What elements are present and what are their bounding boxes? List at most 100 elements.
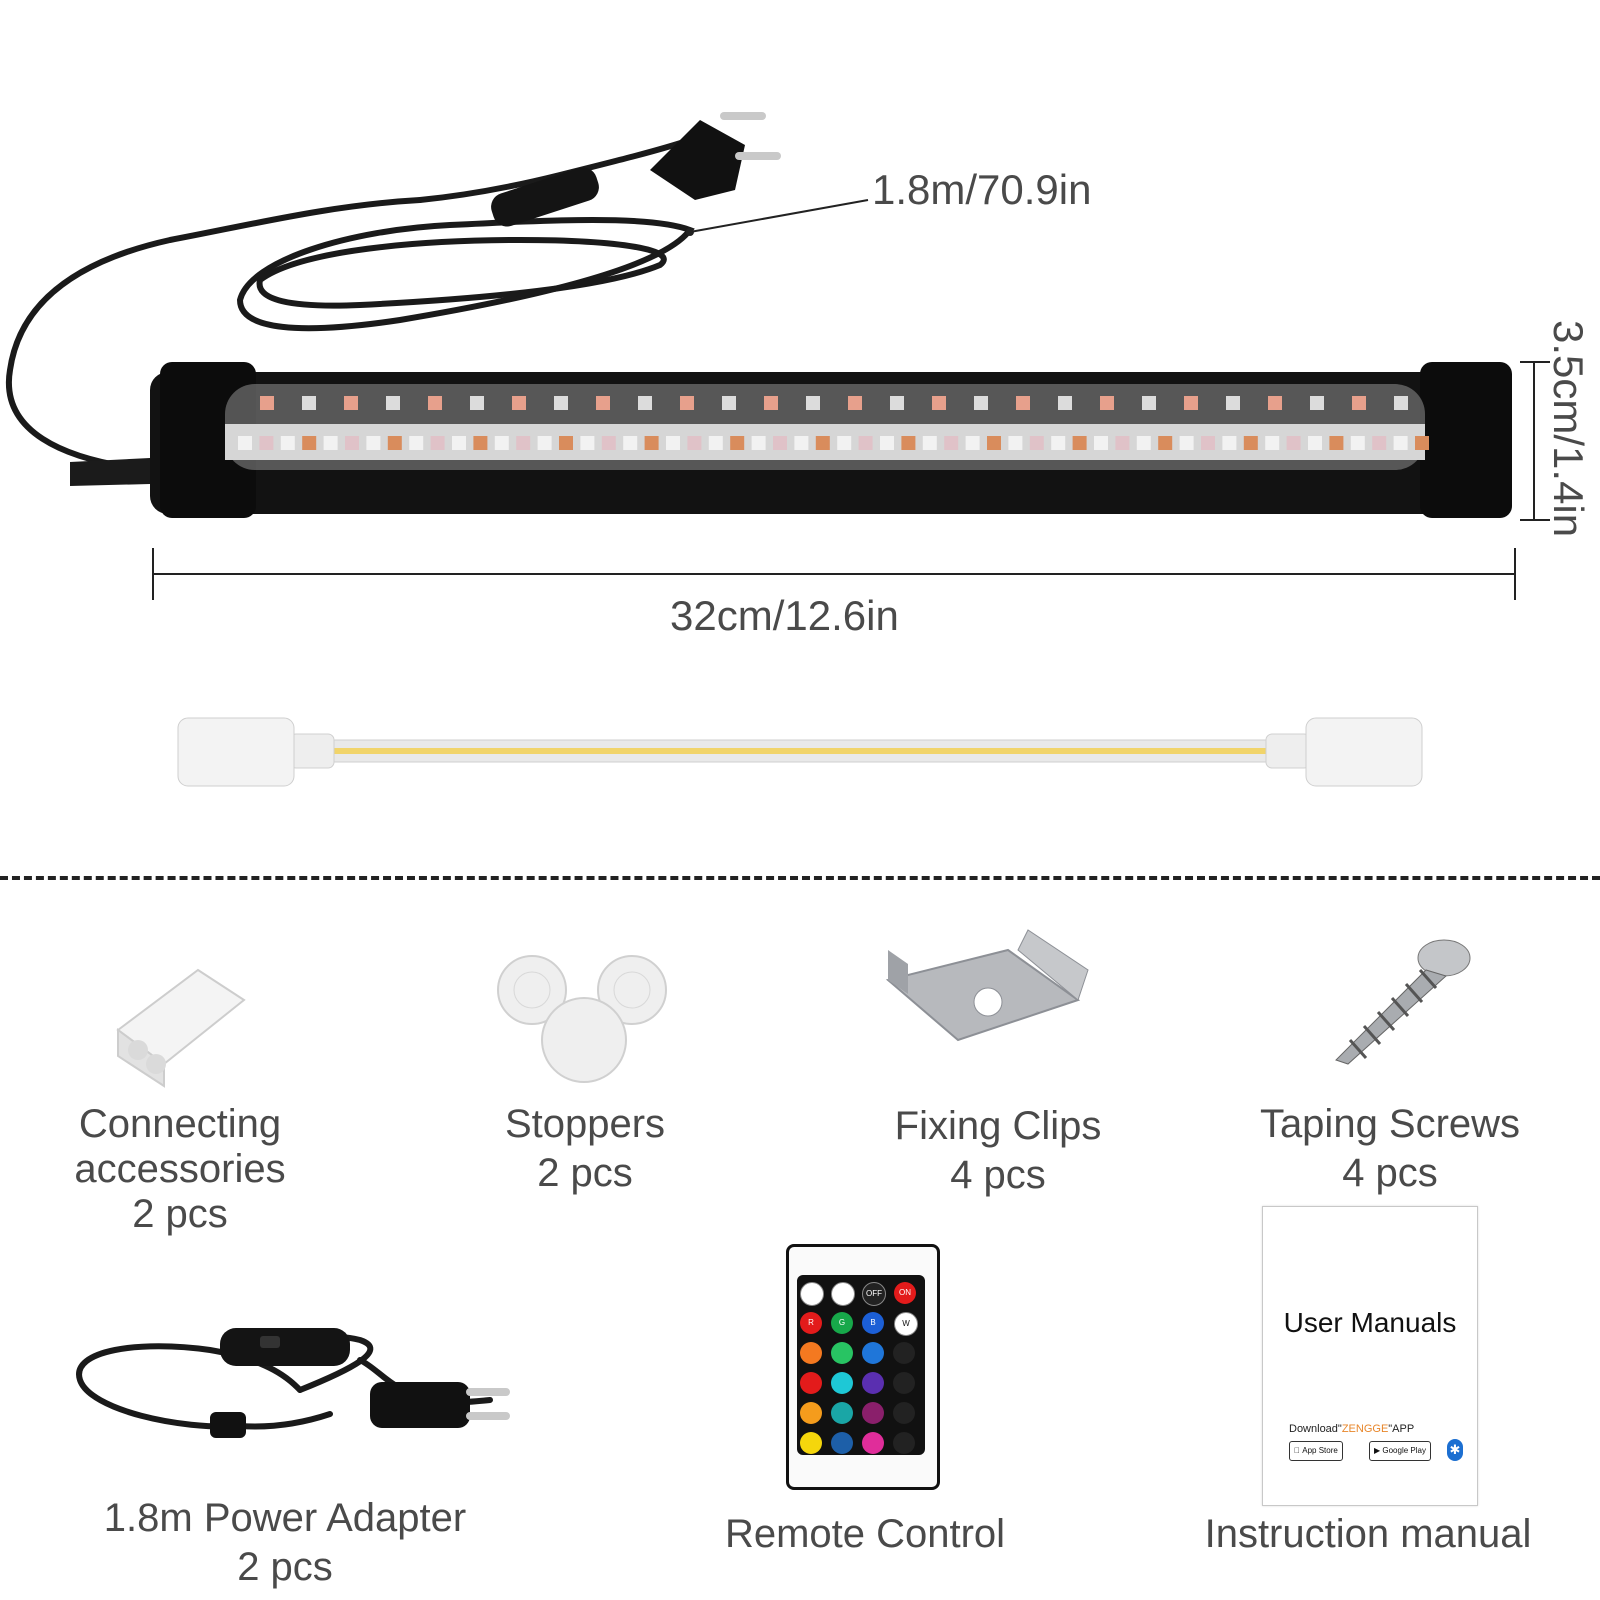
led-chip	[974, 396, 988, 410]
led-chip	[730, 436, 745, 450]
taping-screws-label: Taping Screws 4 pcs	[1230, 1102, 1550, 1196]
led-chip	[386, 396, 400, 410]
led-chip	[1393, 436, 1408, 450]
led-chip	[1222, 436, 1237, 450]
led-chip	[806, 396, 820, 410]
led-chip	[1094, 436, 1108, 450]
led-chip	[1008, 436, 1023, 450]
connecting-accessory-icon	[116, 968, 246, 1088]
led-chip	[1329, 436, 1344, 450]
led-chip	[751, 436, 766, 450]
stopper-icon	[497, 955, 667, 1083]
led-chip	[1352, 396, 1366, 410]
remote-control-label: Remote Control	[724, 1512, 1006, 1556]
led-chip	[345, 436, 359, 450]
remote-color-key	[800, 1432, 822, 1454]
led-chip	[1158, 436, 1173, 450]
remote-w-key: W	[894, 1312, 918, 1336]
led-chip	[815, 436, 830, 450]
led-chip	[1243, 436, 1258, 450]
led-chip	[516, 436, 531, 450]
remote-color-key	[862, 1342, 884, 1364]
led-chip	[554, 396, 568, 410]
led-chip	[794, 436, 809, 450]
cable-length-label: 1.8m/70.9in	[872, 166, 1092, 213]
led-chip	[1115, 436, 1130, 450]
led-chip	[1265, 436, 1280, 450]
remote-color-key	[831, 1432, 853, 1454]
remote-color-key	[862, 1432, 884, 1454]
remote-color-key	[800, 1342, 822, 1364]
led-chip	[858, 436, 873, 450]
fixing-clips-label: Fixing Clips 4 pcs	[848, 1104, 1148, 1198]
bluetooth-icon: ✱	[1447, 1439, 1463, 1461]
led-chip	[1310, 396, 1324, 410]
led-chip	[537, 436, 552, 450]
width-label: 32cm/12.6in	[670, 592, 899, 639]
led-chip	[638, 396, 652, 410]
remote-g-key: G	[831, 1312, 853, 1334]
led-chip	[1394, 396, 1408, 410]
led-chip	[601, 436, 616, 450]
google-play-badge: ▶ Google Play	[1369, 1441, 1431, 1461]
connecting-accessories-qty: 2 pcs	[132, 1191, 228, 1236]
power-adapter-qty: 2 pcs	[237, 1544, 333, 1589]
led-chip	[932, 396, 946, 410]
fixing-clip-icon	[885, 929, 1089, 1042]
led-chip	[687, 436, 702, 450]
led-chip	[430, 436, 445, 450]
remote-color-key	[800, 1402, 822, 1424]
led-chip	[901, 436, 916, 450]
led-chip	[1350, 436, 1365, 450]
led-chip	[1029, 436, 1044, 450]
led-chip	[473, 436, 488, 450]
screw-icon	[1335, 939, 1471, 1065]
remote-color-key	[893, 1432, 915, 1454]
led-chip	[1201, 436, 1215, 450]
led-chip	[387, 436, 402, 450]
stoppers-label: Stoppers 2 pcs	[445, 1102, 725, 1196]
led-chip	[1286, 436, 1301, 450]
led-chip	[987, 436, 1001, 450]
fixing-clips-name: Fixing Clips	[894, 1104, 1102, 1148]
remote-color-key	[862, 1402, 884, 1424]
connecting-accessories-label: Connecting accessories 2 pcs	[40, 1102, 320, 1236]
height-label: 3.5cm/1.4in	[1545, 320, 1592, 538]
remote-color-key	[862, 1372, 884, 1394]
led-chip	[1308, 436, 1322, 450]
cord-switch	[491, 167, 599, 227]
led-chip	[428, 396, 442, 410]
led-chip	[837, 436, 852, 450]
taping-screws-qty: 4 pcs	[1342, 1150, 1438, 1195]
led-chip	[280, 436, 295, 450]
led-chip	[452, 436, 466, 450]
led-chip	[366, 436, 381, 450]
led-chip	[922, 436, 937, 450]
led-chip	[580, 436, 595, 450]
led-chip	[323, 436, 338, 450]
led-chip	[890, 396, 904, 410]
led-chip	[1051, 436, 1066, 450]
remote-brightness-key	[800, 1282, 824, 1306]
manual-download-text: Download"ZENGGE"APP	[1289, 1423, 1415, 1435]
led-chip	[965, 436, 980, 450]
led-bar-illustration	[5, 112, 1550, 600]
connecting-accessories-name-1: Connecting	[78, 1102, 282, 1146]
led-chip	[1136, 436, 1151, 450]
section-divider	[0, 876, 1600, 880]
led-chip	[512, 396, 526, 410]
led-chip	[1179, 436, 1194, 450]
led-chip	[623, 436, 638, 450]
stoppers-name: Stoppers	[504, 1102, 666, 1146]
stoppers-qty: 2 pcs	[537, 1150, 633, 1195]
led-chip	[1415, 436, 1429, 450]
remote-color-key	[831, 1402, 853, 1424]
power-adapter-icon	[76, 1328, 510, 1438]
led-chip	[238, 436, 252, 450]
led-chip	[880, 436, 894, 450]
connector-cable-illustration	[177, 717, 1423, 787]
led-chip	[1058, 396, 1072, 410]
remote-color-key	[800, 1372, 822, 1394]
remote-color-key	[893, 1342, 915, 1364]
led-chip	[666, 436, 680, 450]
